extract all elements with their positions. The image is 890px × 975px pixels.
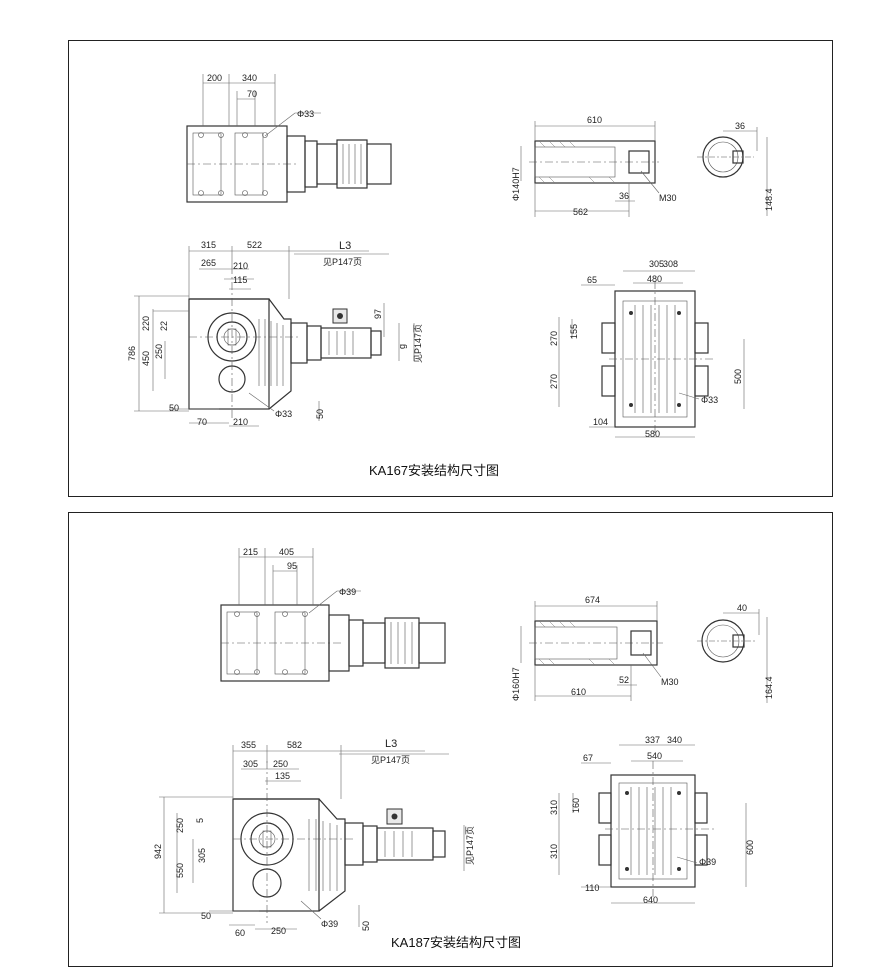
flange-left-dim-3: 270 <box>549 374 559 389</box>
side-left-dim-1: 942 <box>153 844 163 859</box>
side-right-dim-1: 见P147页 <box>465 826 475 865</box>
flange-bottom-dim-2: 640 <box>643 895 658 905</box>
flange-top-dim-2: 308 <box>663 259 678 269</box>
side-top-dim-5: 135 <box>275 771 290 781</box>
shaft-end <box>697 609 768 703</box>
end-height-label: 148.4 <box>764 188 774 211</box>
side-left-dim-3: 250 <box>154 344 164 359</box>
flange-bottom-dim-1: 104 <box>593 417 608 427</box>
drawing-panel-ka167: 200 340 70 Φ33 <box>68 40 833 497</box>
ka167-drawing: 200 340 70 Φ33 <box>127 73 774 439</box>
side-top-dim-5: 115 <box>233 275 247 285</box>
side-bottom-dim-3: 250 <box>271 926 286 936</box>
side-top-dim-1: 355 <box>241 740 256 750</box>
flange-bottom-dim-1: 110 <box>585 883 599 893</box>
shaft-key-label: 36 <box>619 191 629 201</box>
side-bolt-label: Φ33 <box>275 409 292 419</box>
ka187-drawing: 215 405 95 Φ39 <box>153 547 774 938</box>
side-left-dim-3: 305 <box>197 848 207 863</box>
shaft-key-label: 52 <box>619 675 629 685</box>
flange-top-dim-4: 540 <box>647 751 662 761</box>
top-bolt-label: Φ39 <box>339 587 356 597</box>
flange-view <box>558 744 747 904</box>
side-left-dim-4: 250 <box>175 818 185 833</box>
flange-top-dim-3: 67 <box>583 753 593 763</box>
end-height-label: 164.4 <box>764 676 774 699</box>
top-dim-1: 200 <box>207 73 222 83</box>
flange-top-dim-3: 65 <box>587 275 597 285</box>
side-bottom-dim-4: 50 <box>315 409 325 419</box>
flange-left-dim-1: 310 <box>549 800 559 815</box>
motor-ref-label: 见P147页 <box>371 755 410 765</box>
top-dim-2: 405 <box>279 547 294 557</box>
side-top-dim-4: 210 <box>233 261 248 271</box>
shaft-end <box>697 127 768 216</box>
motor-ref-label: 见P147页 <box>323 257 362 267</box>
side-top-dim-3: 305 <box>243 759 258 769</box>
top-dim-2: 340 <box>242 73 257 83</box>
motor-length-label: L3 <box>339 240 351 252</box>
side-bottom-dim-2: 60 <box>235 928 245 938</box>
top-dim-1: 215 <box>243 547 258 557</box>
side-right-dim-2: g <box>397 344 407 349</box>
side-bottom-dim-1: 50 <box>169 403 179 413</box>
end-key-label: 40 <box>737 603 747 613</box>
panel-caption: KA167安装结构尺寸图 <box>369 463 500 478</box>
shaft-depth-label: 562 <box>573 207 588 217</box>
top-dim-3: 70 <box>247 89 257 99</box>
side-left-dim-5: 22 <box>159 321 169 331</box>
shaft-length-label: 674 <box>585 595 600 605</box>
shaft-section <box>520 601 663 701</box>
side-bottom-dim-2: 70 <box>197 417 207 427</box>
side-left-dim-1: 786 <box>127 346 137 361</box>
drawing-panel-ka187: 215 405 95 Φ39 <box>68 512 833 967</box>
top-bolt-label: Φ33 <box>297 109 314 119</box>
shaft-bore-label: Φ140H7 <box>511 167 521 201</box>
side-left-dim-2: 550 <box>175 863 185 878</box>
end-key-label: 36 <box>735 121 745 131</box>
side-bottom-dim-1: 50 <box>201 911 211 921</box>
side-top-dim-2: 522 <box>247 240 262 250</box>
shaft-thread-label: M30 <box>659 193 677 203</box>
side-bottom-dim-4: 50 <box>361 921 371 931</box>
side-left-dim-5: 5 <box>195 818 205 823</box>
side-bolt-label: Φ39 <box>321 919 338 929</box>
side-top-dim-4: 250 <box>273 759 288 769</box>
flange-left-dim-2: 155 <box>569 324 579 339</box>
side-top-dim-2: 582 <box>287 740 302 750</box>
shaft-thread-label: M30 <box>661 677 679 687</box>
motor-length-label: L3 <box>385 738 397 750</box>
shaft-bore-label: Φ160H7 <box>511 667 521 701</box>
side-right-dim-3: 见P147页 <box>413 324 423 363</box>
flange-left-dim-1: 270 <box>549 331 559 346</box>
shaft-section <box>520 121 660 217</box>
flange-bolt-label: Φ33 <box>701 395 718 405</box>
top-dim-3: 95 <box>287 561 297 571</box>
panel-caption: KA187安装结构尺寸图 <box>391 935 522 950</box>
side-top-dim-3: 265 <box>201 258 216 268</box>
top-view <box>220 548 446 682</box>
side-top-dim-1: 315 <box>201 240 216 250</box>
side-view <box>134 246 415 427</box>
flange-top-dim-2: 340 <box>667 735 682 745</box>
side-bottom-dim-3: 210 <box>233 417 248 427</box>
flange-top-dim-4: 480 <box>647 274 662 284</box>
flange-top-dim-1: 337 <box>645 735 660 745</box>
side-right-dim-1: 97 <box>373 309 383 319</box>
shaft-depth-label: 610 <box>571 687 586 697</box>
side-left-dim-2: 450 <box>141 351 151 366</box>
flange-bottom-dim-2: 580 <box>645 429 660 439</box>
flange-right-dim: 600 <box>745 840 755 855</box>
flange-view <box>558 270 745 438</box>
top-view <box>186 74 392 203</box>
flange-left-dim-2: 160 <box>571 798 581 813</box>
flange-bolt-label: Φ39 <box>699 857 716 867</box>
shaft-length-label: 610 <box>587 115 602 125</box>
side-left-dim-4: 220 <box>141 316 151 331</box>
flange-left-dim-3: 310 <box>549 844 559 859</box>
flange-top-dim-1: 305 <box>649 259 664 269</box>
side-view <box>159 745 465 930</box>
flange-right-dim: 500 <box>733 369 743 384</box>
